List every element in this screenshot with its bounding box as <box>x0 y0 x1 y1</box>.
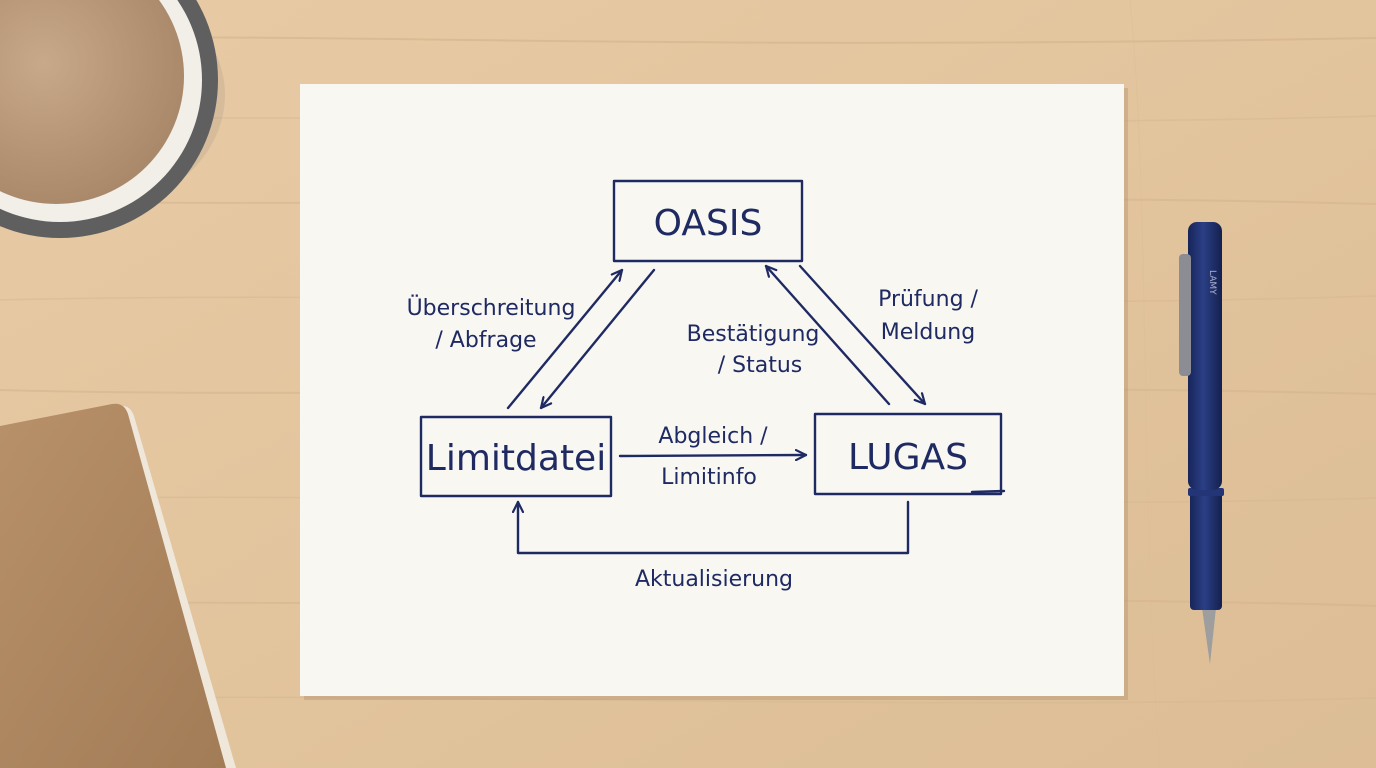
diagram: OASIS Limitdatei LUGAS Überschreitung / … <box>407 179 1006 592</box>
limitdatei-box <box>419 415 613 498</box>
lugas-box <box>813 412 1003 496</box>
oasis-box <box>612 179 804 263</box>
arrow-oasis-to-limitdatei <box>539 268 656 410</box>
edge-label-aktualisierung: Aktualisierung <box>635 567 793 592</box>
edge-label-pruefung-line2: Meldung <box>881 320 975 345</box>
edge-label-ueberschreitung-line1: Überschreitung <box>407 295 576 321</box>
arrow-limitdatei-to-lugas <box>618 455 808 456</box>
limitdatei-label: Limitdatei <box>426 438 606 479</box>
lugas-label: LUGAS <box>848 437 968 478</box>
paper-sheet <box>300 84 1128 700</box>
lugas-box-stroke-overshoot <box>970 489 1006 494</box>
pen: LAMY <box>1179 222 1224 664</box>
edge-label-abgleich-line2: Limitinfo <box>661 465 757 490</box>
edge-label-bestaetigung-line2: / Status <box>718 353 803 378</box>
pen-brand-label: LAMY <box>1207 270 1217 295</box>
edge-label-bestaetigung-line1: Bestätigung <box>687 322 820 347</box>
edge-label-pruefung-line1: Prüfung / <box>878 287 978 312</box>
arrow-lugas-to-limitdatei <box>518 500 910 555</box>
arrow-oasis-to-lugas <box>798 264 927 406</box>
oasis-label: OASIS <box>654 203 763 244</box>
arrow-lugas-to-oasis <box>764 264 891 406</box>
edge-label-ueberschreitung-line2: / Abfrage <box>435 328 536 353</box>
arrow-limitdatei-to-oasis <box>506 268 624 410</box>
coffee-mug <box>0 0 225 238</box>
edge-label-abgleich-line1: Abgleich / <box>658 424 768 449</box>
kraft-notebook <box>0 403 236 768</box>
